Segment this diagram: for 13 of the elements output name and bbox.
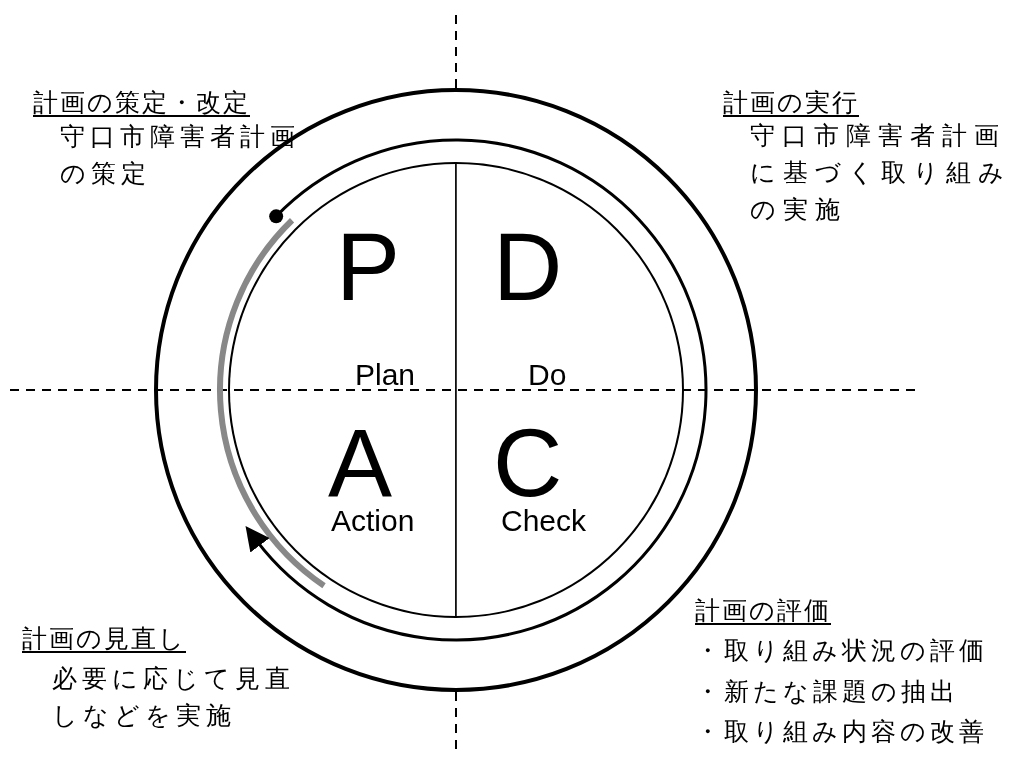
section-heading: 計画の評価 — [695, 595, 831, 627]
description-text: 必要に応じて見直しなどを実施 — [52, 663, 296, 732]
bullet-item: ・新たな課題の抽出 — [695, 676, 959, 708]
section-heading: 計画の見直し — [22, 623, 186, 655]
description-text: 守口市障害者計画に基づく取り組みの実施 — [750, 120, 1012, 226]
section-heading: 計画の実行 — [723, 87, 859, 119]
bullet-item: ・取り組み状況の評価 — [695, 635, 988, 667]
section-heading: 計画の策定・改定 — [33, 87, 250, 119]
quadrant-letter: D — [493, 214, 563, 320]
quadrant-letter: P — [336, 214, 401, 320]
quadrant-label: Plan — [355, 358, 416, 391]
quadrant-label: Do — [528, 358, 567, 391]
bullet-item: ・取り組み内容の改善 — [695, 716, 988, 748]
